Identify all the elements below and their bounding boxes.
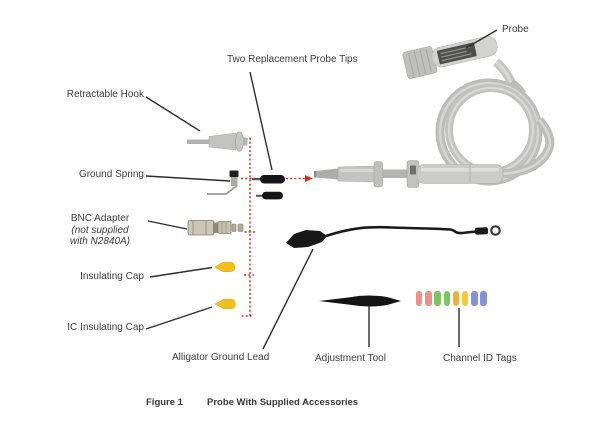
channel-id-tag [425, 291, 432, 306]
figure-caption-number: Figure 1 [146, 397, 183, 408]
label-bnc-adapter: BNC Adapter (not supplied with N2840A) [53, 213, 147, 248]
figure-caption-text: Probe With Supplied Accessories [207, 397, 359, 408]
label-alligator-ground-lead: Alligator Ground Lead [172, 352, 270, 363]
label-ground-spring: Ground Spring [78, 169, 144, 180]
label-two-replacement-probe-tips: Two Replacement Probe Tips [227, 54, 358, 65]
adjustment-tool-item [319, 295, 401, 307]
channel-id-tag [416, 291, 423, 306]
label-adjustment-tool: Adjustment Tool [315, 353, 386, 364]
label-insulating-cap: Insulating Cap [80, 271, 144, 282]
label-ic-insulating-cap: IC Insulating Cap [67, 322, 144, 333]
bnc-adapter-item [187, 220, 244, 236]
channel-id-tag [471, 291, 478, 306]
channel-id-tag [434, 291, 441, 306]
channel-id-tag [452, 291, 460, 306]
label-retractable-hook: Retractable Hook [66, 89, 144, 100]
retractable-hook-item [187, 131, 248, 152]
probe-cable-coil [435, 58, 555, 186]
red-alignment-lines [241, 137, 313, 318]
ground-spring-item [207, 170, 239, 195]
label-bnc-note-line1: (not supplied [71, 224, 129, 236]
label-probe: Probe [502, 24, 529, 35]
label-bnc-note-line2: with N2840A) [69, 236, 131, 247]
label-channel-id-tags: Channel ID Tags [443, 353, 517, 364]
callout-lines [145, 29, 498, 350]
channel-id-tag [443, 291, 450, 306]
alligator-ground-lead-item [286, 225, 501, 248]
channel-id-tag [480, 291, 487, 306]
insulating-cap-item [213, 262, 236, 272]
channel-id-tag [461, 291, 469, 306]
ic-insulating-cap-item [214, 299, 236, 309]
probe-shaft [314, 160, 504, 188]
probe-head [402, 35, 498, 79]
channel-id-tags [416, 291, 487, 306]
label-bnc-adapter-title: BNC Adapter [70, 213, 130, 224]
replacement-probe-tips-item [252, 175, 285, 200]
